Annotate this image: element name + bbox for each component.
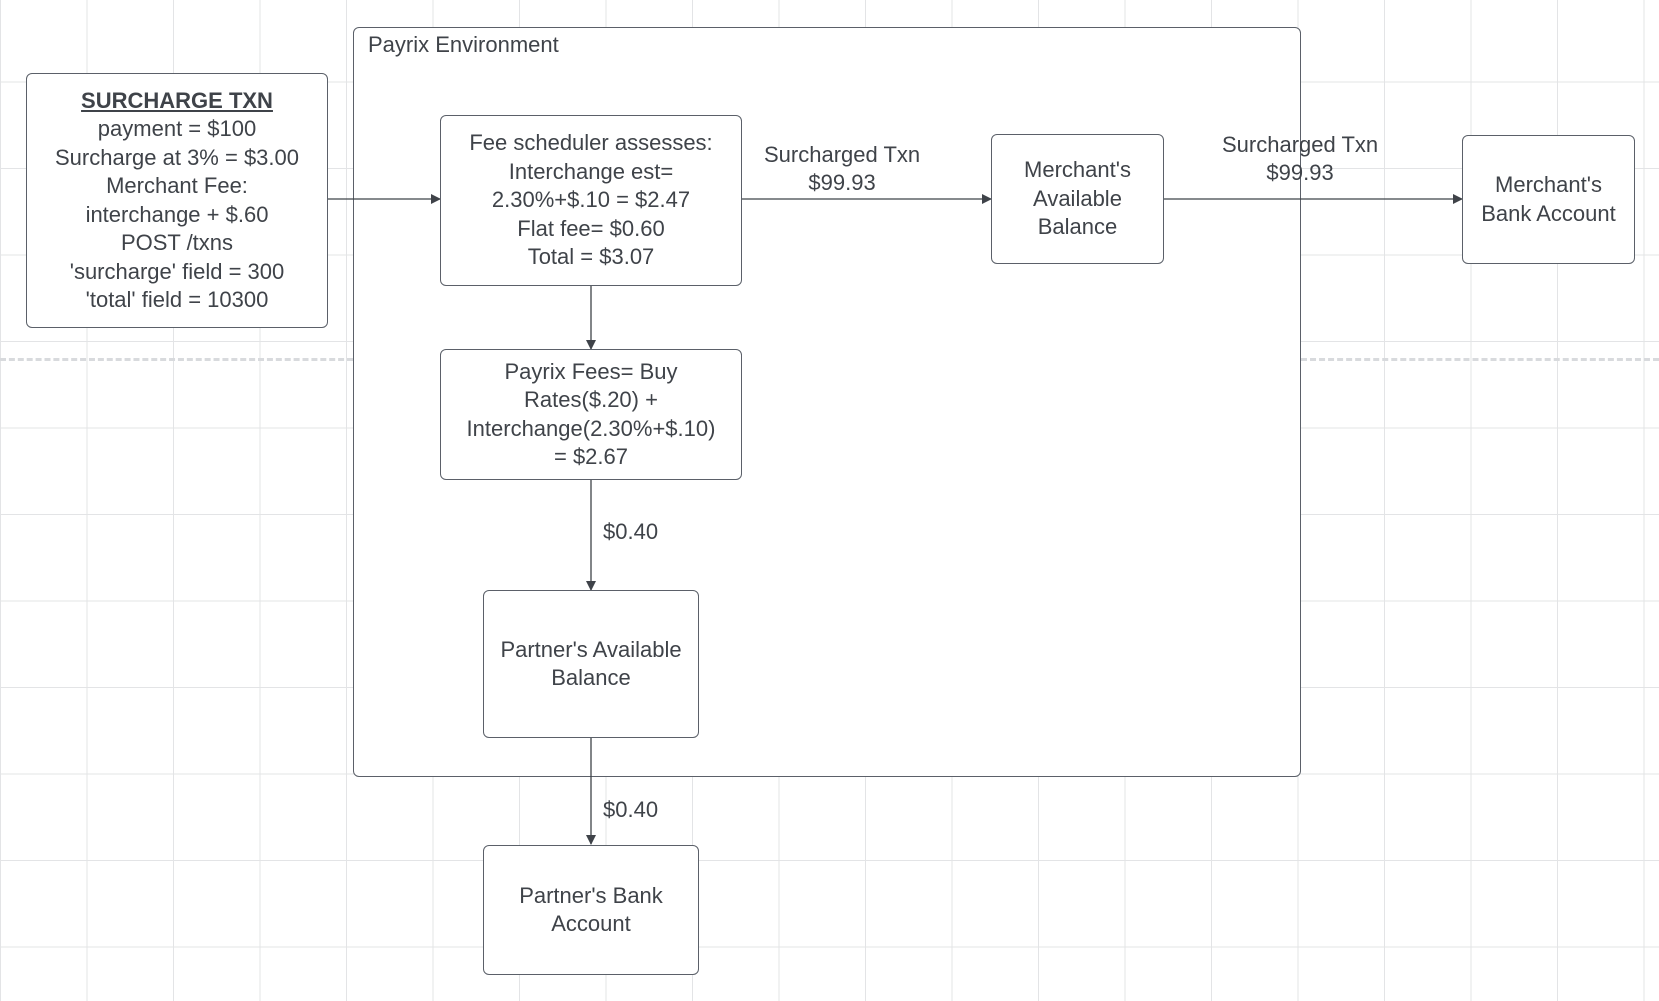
merchant-bank-account-line: Bank Account (1481, 200, 1616, 226)
surcharge-txn-line: 'total' field = 10300 (85, 287, 269, 312)
fee-scheduler-line: Fee scheduler assesses: (469, 130, 713, 156)
payrix-fees-line: = $2.67 (553, 444, 628, 469)
payrix-fees-line: Payrix Fees= Buy (504, 358, 678, 384)
merchant-available-balance-line: Merchant's (1024, 157, 1131, 183)
surcharge-txn-line: payment = $100 (97, 116, 257, 141)
surcharge-txn-box[interactable]: SURCHARGE TXN payment = $100 Surcharge a… (26, 73, 328, 328)
merchant-available-balance-line: Balance (1037, 214, 1118, 240)
fee-scheduler-line: 2.30%+$.10 = $2.47 (491, 187, 691, 213)
fee-scheduler-box[interactable]: Fee scheduler assesses: Interchange est=… (440, 115, 742, 286)
payrix-fees-line: Rates($.20) + (524, 387, 658, 412)
edge-label-scheduler-to-merchant-balance: Surcharged Txn $99.93 (764, 141, 920, 197)
fee-scheduler-line: Interchange est= (508, 158, 674, 184)
edge-label-partner-balance-to-bank: $0.40 (603, 797, 659, 822)
merchant-bank-account-line: Merchant's (1495, 172, 1602, 197)
payrix-environment-label: Payrix Environment (368, 32, 559, 57)
surcharge-txn-line: interchange + $.60 (85, 201, 269, 227)
partner-available-balance-box[interactable]: Partner's Available Balance (483, 590, 699, 738)
surcharge-txn-title: SURCHARGE TXN (81, 87, 273, 113)
partner-available-balance-line: Balance (551, 665, 631, 690)
merchant-bank-account-box[interactable]: Merchant's Bank Account (1462, 135, 1635, 264)
partner-bank-account-box[interactable]: Partner's Bank Account (483, 845, 699, 975)
edge-label-line: $99.93 (808, 170, 876, 195)
merchant-available-balance-line: Available (1033, 185, 1122, 211)
surcharge-txn-line: 'surcharge' field = 300 (69, 258, 285, 284)
edge-label-line: $99.93 (1266, 160, 1334, 185)
partner-bank-account-line: Account (551, 911, 631, 936)
merchant-available-balance-box[interactable]: Merchant's Available Balance (991, 134, 1164, 264)
surcharge-txn-line: Surcharge at 3% = $3.00 (55, 144, 299, 170)
partner-available-balance-line: Partner's Available (500, 636, 682, 662)
payrix-fees-line: Interchange(2.30%+$.10) (466, 415, 716, 441)
edge-label-line: Surcharged Txn (1222, 132, 1379, 157)
edge-label-payrix-fees-to-partner-balance: $0.40 (603, 519, 659, 544)
dashed-divider-right (1301, 358, 1659, 361)
payrix-fees-box[interactable]: Payrix Fees= Buy Rates($.20) + Interchan… (440, 349, 742, 480)
partner-bank-account-line: Partner's Bank (519, 882, 663, 908)
fee-scheduler-line: Total = $3.07 (527, 244, 655, 270)
fee-scheduler-line: Flat fee= $0.60 (517, 215, 665, 241)
surcharge-txn-line: Merchant Fee: (106, 173, 248, 198)
dashed-divider-left (0, 358, 353, 361)
surcharge-txn-line: POST /txns (120, 230, 234, 255)
edge-label-merchant-balance-to-bank: Surcharged Txn $99.93 (1222, 131, 1378, 187)
edge-label-line: Surcharged Txn (764, 142, 921, 167)
